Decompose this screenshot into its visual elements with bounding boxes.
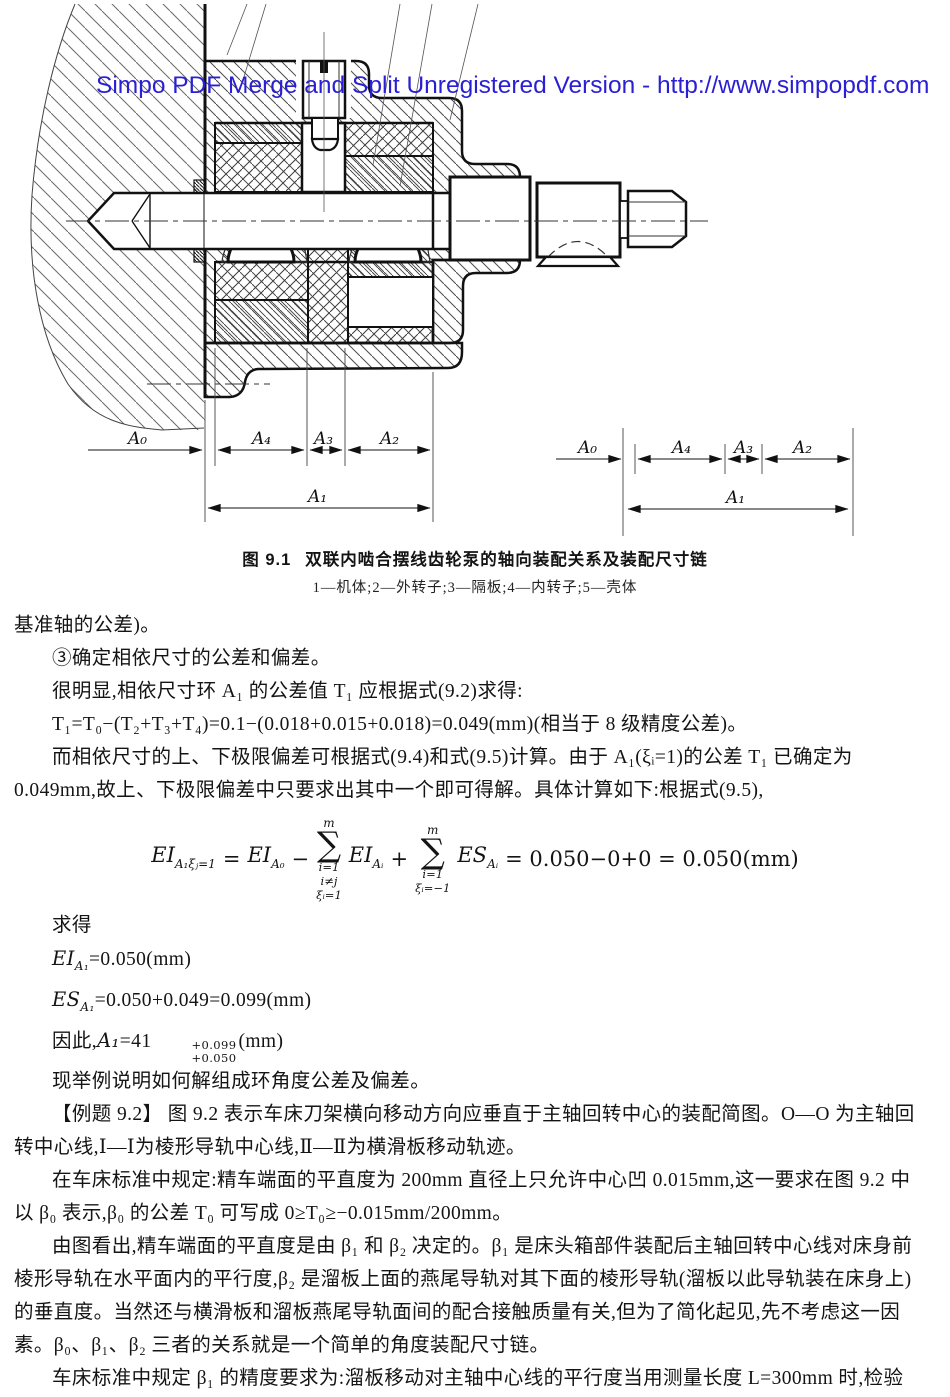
dimension-chain-right: A₀ A₄ A₃ A₂ A₁ bbox=[556, 428, 854, 536]
figure-caption-label: 图 9.1 bbox=[242, 551, 292, 569]
text-line: 转中心线,Ⅰ—Ⅰ为棱形导轨中心线,Ⅱ—Ⅱ为横滑板移动轨迹。 bbox=[14, 1137, 526, 1159]
coupling-hub bbox=[448, 175, 532, 262]
figure-caption: 图 9.1 双联内啮合摆线齿轮泵的轴向装配关系及装配尺寸链 bbox=[0, 546, 950, 570]
result-line-ei: EIA₁=0.050(mm) bbox=[52, 946, 192, 973]
figure-caption-text: 双联内啮合摆线齿轮泵的轴向装配关系及装配尺寸链 bbox=[305, 551, 708, 569]
shaft-seal-lower bbox=[193, 248, 206, 263]
formula-term1: EIA₀ bbox=[247, 842, 285, 871]
dim-label: A₁ bbox=[306, 487, 327, 507]
dim-label: A₃ bbox=[732, 438, 753, 458]
text-line: 求得 bbox=[52, 914, 92, 936]
text-line: 以 β₀ 表示,β₀ 的公差 T₀ 可写成 0≥T₀≥−0.015mm/200m… bbox=[14, 1203, 513, 1225]
part-leader-lines bbox=[226, 3, 479, 187]
dim-label: A₄ bbox=[250, 429, 271, 449]
summation-1: m ∑ i=1 i≠j ξᵢ=1 bbox=[316, 816, 342, 902]
dim-label: A₂ bbox=[791, 438, 812, 458]
text-line: ③确定相依尺寸的公差和偏差。 bbox=[52, 648, 331, 669]
dim-label: A₂ bbox=[378, 429, 399, 449]
text-line: 素。β₀、β₁、β₂ 三者的关系就是一个简单的角度装配尺寸链。 bbox=[14, 1335, 550, 1357]
hidden-keyseat-arc bbox=[547, 241, 609, 258]
text-line: 在车床标准中规定:精车端面的平直度为 200mm 直径上只允许中心凹 0.015… bbox=[52, 1170, 911, 1192]
formula-eq: = bbox=[222, 847, 241, 872]
text-line: 很明显,相依尺寸环 A₁ 的公差值 T₁ 应根据式(9.2)求得: bbox=[52, 681, 523, 702]
assembly-drawing: A₀ A₄ A₃ A₂ A₁ A₀ A₄ A₃ A₂ A₁ bbox=[30, 3, 854, 536]
threaded-shaft-end bbox=[626, 189, 688, 249]
text-line: 而相依尺寸的上、下极限偏差可根据式(9.4)和式(9.5)计算。由于 A₁(ξᵢ… bbox=[52, 747, 853, 768]
formula-lhs: EIA₁ξⱼ=1 bbox=[151, 842, 216, 871]
text-line: 基准轴的公差)。 bbox=[14, 615, 161, 636]
text-line: 棱形导轨在水平面内的平行度,β₂ 是溜板上面的燕尾导轨对其下面的棱形导轨(溜板以… bbox=[14, 1269, 912, 1291]
displayed-formula: EIA₁ξⱼ=1 = EIA₀ − m ∑ i=1 i≠j ξᵢ=1 EIAᵢ … bbox=[14, 817, 936, 903]
rotor-stack-section bbox=[214, 121, 434, 345]
summation-2: m ∑ i=1 ξᵢ=−1 bbox=[415, 822, 451, 895]
text-line: 0.049mm,故上、下极限偏差中只要求出其中一个即可得解。具体计算如下:根据式… bbox=[14, 780, 764, 801]
shaft-key-section bbox=[535, 181, 622, 259]
text-line: 车床标准中规定 β₁ 的精度要求为:溜板移动对主轴中心线的平行度当用测量长度 L… bbox=[52, 1368, 904, 1390]
text-line: 的垂直度。当然还与横滑板和溜板燕尾导轨面间的配合接触质量有关,但为了简化起见,先… bbox=[14, 1302, 901, 1324]
centerlines bbox=[66, 220, 708, 385]
shaft-seal-upper bbox=[193, 179, 206, 194]
formula-plus: + bbox=[390, 847, 409, 872]
result-line-final: 因此,A₁=41+0.099+0.050(mm) bbox=[52, 1028, 284, 1065]
formula-rhs: = 0.050−0+0 = 0.050(mm) bbox=[505, 847, 799, 872]
dimension-chain-left: A₀ A₄ A₃ A₂ A₁ bbox=[88, 348, 434, 522]
result-line-es: ESA₁=0.050+0.049=0.099(mm) bbox=[52, 987, 312, 1014]
screw-plug bbox=[296, 32, 351, 212]
body-text: 基准轴的公差)。 ③确定相依尺寸的公差和偏差。 很明显,相依尺寸环 A₁ 的公差… bbox=[0, 609, 950, 1395]
text-line: 由图看出,精车端面的平直度是由 β₁ 和 β₂ 决定的。β₁ 是床头箱部件装配后… bbox=[52, 1236, 913, 1258]
dim-label: A₀ bbox=[576, 438, 597, 458]
formula-term3: ESAᵢ bbox=[457, 842, 499, 871]
formula-term2: EIAᵢ bbox=[348, 842, 384, 871]
formula-minus: − bbox=[291, 847, 310, 872]
text-line: 现举例说明如何解组成环角度公差及偏差。 bbox=[52, 1071, 431, 1093]
text-line: T₁=T₀−(T₂+T₃+T₄)=0.1−(0.018+0.015+0.018)… bbox=[52, 714, 748, 735]
figure-9-1: A₀ A₄ A₃ A₂ A₁ A₀ A₄ A₃ A₂ A₁ bbox=[0, 0, 950, 597]
dim-label: A₁ bbox=[724, 488, 745, 508]
figure-legend: 1—机体;2—外转子;3—隔板;4—内转子;5—壳体 bbox=[312, 580, 638, 596]
pdf-watermark: Simpo PDF Merge and Split Unregistered V… bbox=[96, 72, 930, 99]
text-line: 【例题 9.2】 图 9.2 表示车床刀架横向移动方向应垂直于主轴回转中心的装配… bbox=[52, 1104, 915, 1126]
dim-label: A₃ bbox=[312, 429, 333, 449]
dim-label: A₀ bbox=[126, 429, 147, 449]
dim-label: A₄ bbox=[670, 438, 691, 458]
